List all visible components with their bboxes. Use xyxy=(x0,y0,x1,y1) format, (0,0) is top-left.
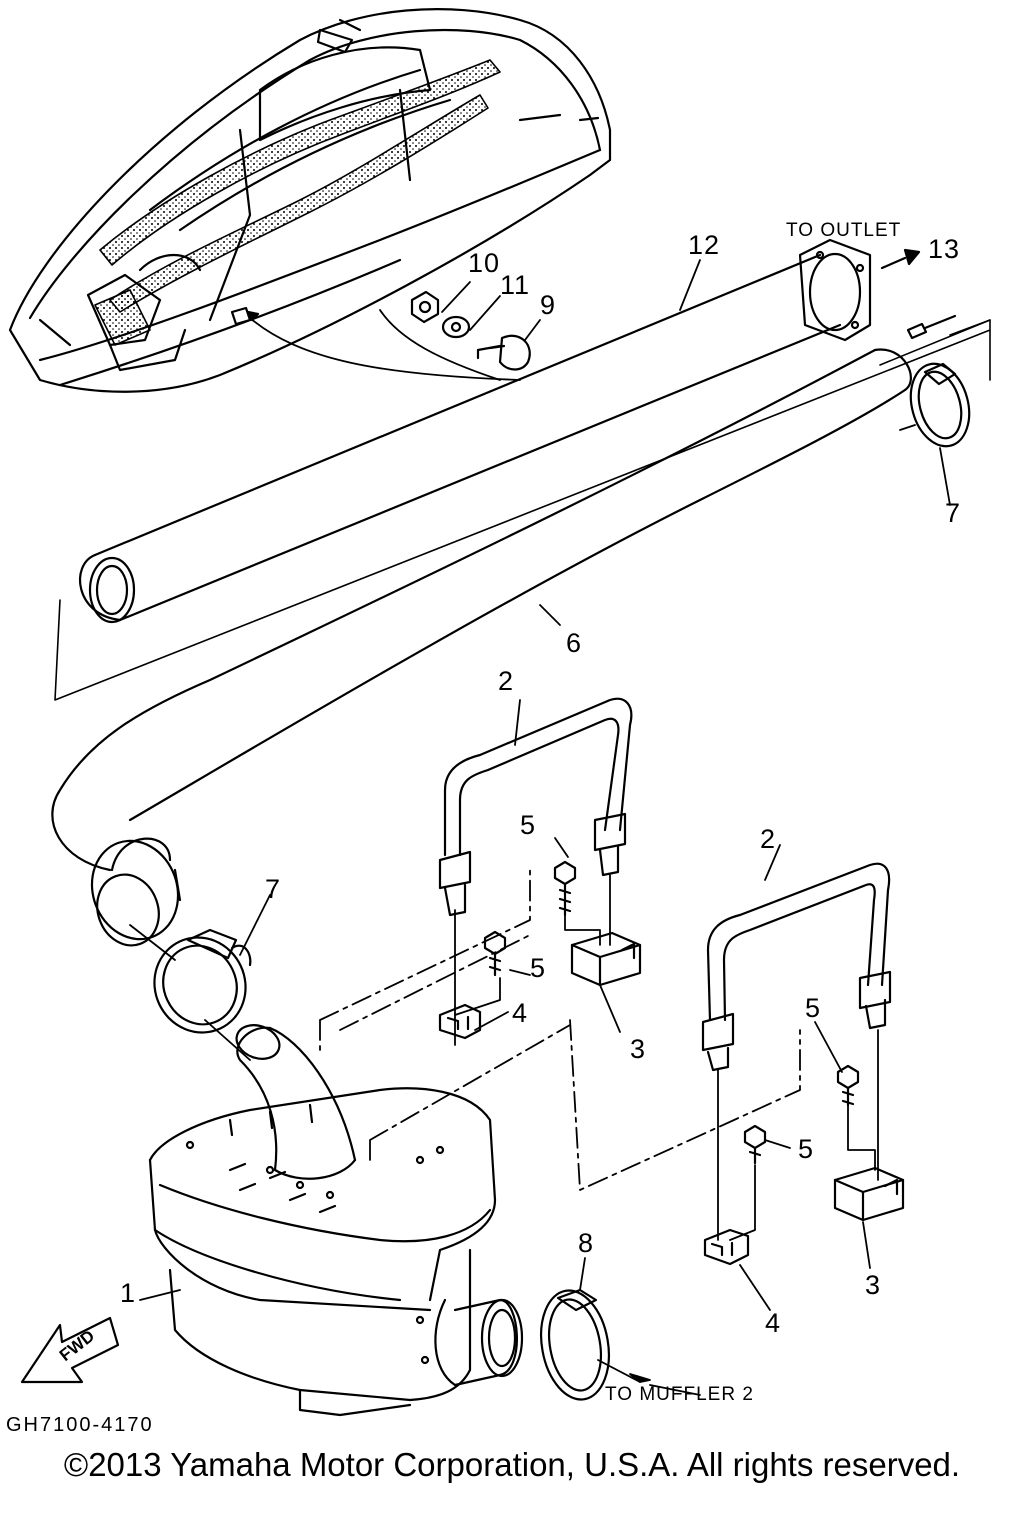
bolt-5-a xyxy=(553,860,577,917)
copyright-notice: ©2013 Yamaha Motor Corporation, U.S.A. A… xyxy=(63,1446,961,1483)
pipe-12 xyxy=(78,238,957,624)
callout-7-lower: 7 xyxy=(265,874,282,904)
callout-8: 8 xyxy=(578,1228,595,1258)
bracket-2-upper xyxy=(438,697,633,917)
callout-3-lower: 3 xyxy=(865,1270,882,1300)
holder-4-lower xyxy=(703,1228,750,1266)
watercraft-hull xyxy=(8,8,612,393)
leader-lines xyxy=(129,259,951,1396)
clamp-7-upper xyxy=(909,362,971,448)
muffler-1 xyxy=(148,1024,524,1417)
callout-6: 6 xyxy=(566,628,583,658)
callout-4-lower: 4 xyxy=(765,1308,782,1338)
bracket-2-lower xyxy=(701,862,892,1072)
to-outlet-note: TO OUTLET xyxy=(786,220,902,241)
callout-5-d: 5 xyxy=(798,1134,815,1164)
holder-4-upper xyxy=(438,1003,482,1040)
damper-3-upper xyxy=(570,931,642,987)
callout-13: 13 xyxy=(928,234,961,264)
callout-2-lower: 2 xyxy=(760,824,777,854)
assembly-frame xyxy=(54,319,991,701)
callout-11: 11 xyxy=(500,270,531,300)
callout-7-upper: 7 xyxy=(945,498,962,528)
clamp-7-lower xyxy=(153,928,252,1034)
callout-9: 9 xyxy=(540,290,557,320)
callout-5-a: 5 xyxy=(520,810,537,840)
callout-10: 10 xyxy=(468,248,501,278)
callout-12: 12 xyxy=(688,230,721,260)
to-muffler-note: TO MUFFLER 2 xyxy=(605,1384,754,1405)
fastener-group-9-10-11 xyxy=(379,290,531,381)
bolt-5-d xyxy=(743,1124,767,1165)
callout-5-b: 5 xyxy=(530,953,547,983)
damper-3-lower xyxy=(833,1166,905,1222)
callout-4-upper: 4 xyxy=(512,998,529,1028)
callout-5-c: 5 xyxy=(805,993,822,1023)
callout-2-upper: 2 xyxy=(498,666,515,696)
bolt-5-c xyxy=(836,1064,860,1107)
hose-6 xyxy=(51,348,912,947)
diagram-code: GH7100-4170 xyxy=(6,1414,154,1436)
callout-3-upper: 3 xyxy=(630,1034,647,1064)
callout-1: 1 xyxy=(120,1278,137,1308)
clamp-8 xyxy=(540,1288,610,1401)
